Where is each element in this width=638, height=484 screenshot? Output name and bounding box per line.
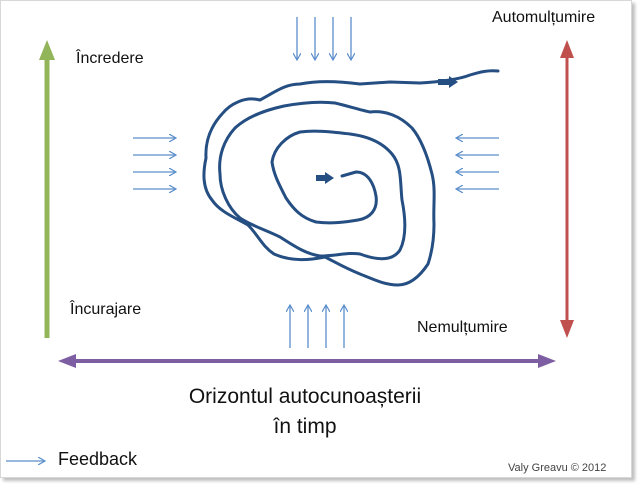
label-incurajare: Încurajare <box>70 301 142 318</box>
credit-text: Valy Greavu © 2012 <box>508 462 607 474</box>
feedback-arrows-top <box>297 17 351 60</box>
diagram-frame <box>0 0 632 478</box>
label-nemultumire: Nemulțumire <box>417 319 508 336</box>
axis-caption-line2: în timp <box>273 415 337 438</box>
feedback-arrows-right <box>456 138 499 189</box>
axis-caption: Orizontul autocunoașterii în timp <box>150 382 460 442</box>
purple-horizontal-axis-arrow <box>58 354 556 368</box>
green-vertical-arrow <box>39 40 55 338</box>
red-double-arrow <box>560 40 574 338</box>
spiral-inner-arrowhead <box>316 172 334 184</box>
feedback-arrows-left <box>133 138 176 189</box>
legend-label: Feedback <box>58 449 138 469</box>
spiral-path <box>202 69 500 287</box>
spiral-outer-arrowhead <box>438 76 458 88</box>
feedback-arrows-bottom <box>290 305 344 348</box>
label-incredere: Încredere <box>76 50 144 67</box>
label-automultumire: Automulțumire <box>492 9 596 26</box>
axis-caption-line1: Orizontul autocunoașterii <box>188 385 422 408</box>
